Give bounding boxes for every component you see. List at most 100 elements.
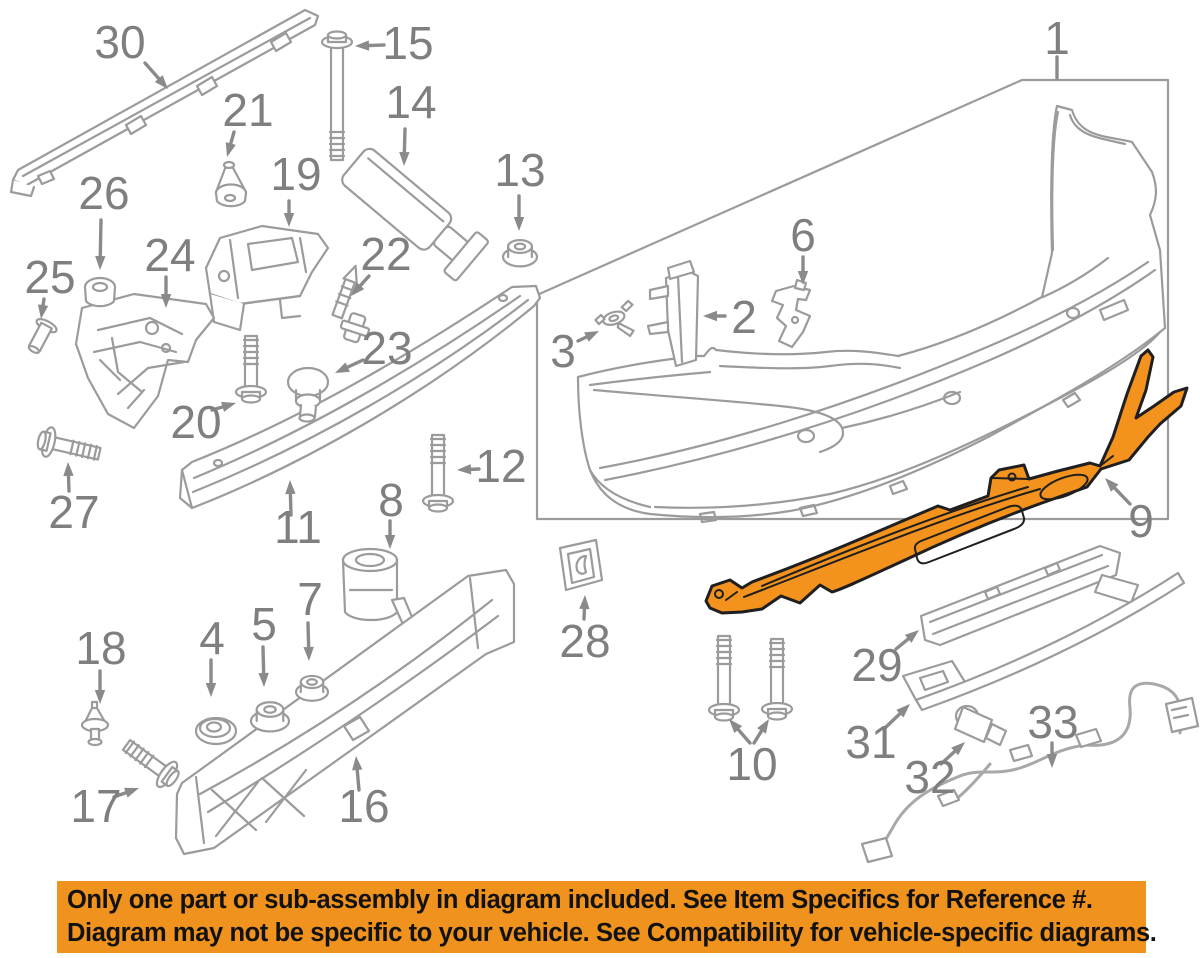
part-label-27: 27	[48, 486, 99, 538]
bolt-drawing	[320, 30, 354, 162]
part-14-arrowhead	[399, 151, 410, 166]
part-2-arrowhead	[703, 310, 717, 322]
part-16-arrowhead	[352, 756, 363, 771]
part-19-bracket-drawing	[204, 224, 330, 332]
part-23-plug-nut-drawing	[286, 366, 330, 423]
part-30-trim-strip-drawing	[9, 8, 320, 198]
part-17-arrowhead	[124, 787, 139, 798]
part-label-1: 1	[1044, 12, 1070, 64]
bolt-drawing	[707, 634, 741, 722]
part-19-arrowhead	[283, 213, 295, 227]
part-13-arrowhead	[513, 217, 525, 231]
part-26-cap-drawing	[83, 276, 117, 308]
bolt-drawing	[36, 426, 102, 461]
part-label-5: 5	[251, 598, 277, 650]
part-29-step-pad-drawing	[919, 544, 1140, 647]
part-18-push-rivet-drawing	[80, 700, 110, 747]
part-3-arrowhead	[584, 331, 599, 342]
part-label-6: 6	[790, 209, 816, 261]
part-label-18: 18	[75, 622, 126, 674]
part-23-arrowhead	[335, 362, 350, 373]
part-label-30: 30	[94, 16, 145, 68]
part-1-bumper-cover-drawing	[576, 104, 1167, 524]
part-10-arrowhead	[757, 719, 769, 734]
part-24-gusset-bracket-drawing	[74, 292, 216, 430]
part-16-rail-drawing	[174, 568, 516, 856]
part-4-arrowhead	[205, 683, 217, 697]
part-label-13: 13	[494, 144, 545, 196]
part-8-arrowhead	[384, 535, 396, 549]
part-20-arrowhead	[221, 401, 236, 412]
part-10-leader-line	[734, 725, 752, 745]
part-28-arrowhead	[579, 595, 590, 610]
part-5-leader-line	[261, 645, 266, 678]
part-32-sensor-drawing	[953, 704, 1008, 747]
part-26-arrowhead	[95, 255, 106, 270]
part-10-arrowhead	[729, 719, 743, 733]
part-32-leader-line	[939, 747, 959, 766]
part-25-rivet-drawing	[27, 318, 58, 354]
part-14-absorber-drawing	[341, 147, 489, 282]
part-7-leader-line	[306, 621, 311, 652]
hardware-layer	[36, 30, 794, 789]
part-30-leader-line	[143, 61, 163, 83]
part-label-28: 28	[559, 615, 610, 667]
disclaimer-line-1: Only one part or sub-assembly in diagram…	[67, 886, 1093, 914]
part-label-8: 8	[378, 474, 404, 526]
part-15-arrowhead	[355, 40, 370, 51]
part-27-arrowhead	[63, 462, 74, 477]
part-11-leader-line	[288, 489, 293, 517]
part-5-arrowhead	[258, 672, 269, 687]
part-18-arrowhead	[94, 690, 106, 704]
bolt-drawing	[234, 334, 268, 404]
part-27-leader-line	[66, 471, 71, 493]
part-14-leader-line	[402, 127, 407, 157]
part-label-4: 4	[199, 612, 225, 664]
part-2-side-bracket-drawing	[646, 259, 700, 368]
part-23-leader-line	[343, 358, 365, 371]
part-label-24: 24	[144, 229, 195, 281]
part-28-clip-drawing	[558, 538, 604, 592]
part-label-19: 19	[270, 148, 321, 200]
part-21-arrowhead	[225, 142, 236, 157]
part-29-arrowhead	[904, 630, 919, 643]
part-label-17: 17	[70, 780, 121, 832]
part-label-11: 11	[274, 501, 322, 553]
part-label-32: 32	[904, 751, 955, 803]
part-21-cone-clip-drawing	[214, 160, 248, 208]
part-16-leader-line	[355, 765, 361, 792]
part-7-arrowhead	[303, 646, 314, 661]
nut-drawing	[294, 674, 330, 702]
part-31-leader-line	[884, 709, 904, 729]
bolt-drawing	[760, 637, 794, 721]
part-15-leader-line	[364, 43, 386, 48]
part-26-leader-line	[98, 218, 103, 261]
part-9-highlighted-valance	[704, 348, 1189, 615]
part-25-arrowhead	[37, 304, 49, 319]
part-4-washer-drawing	[194, 716, 238, 746]
part-label-2: 2	[731, 291, 757, 343]
part-32-arrowhead	[951, 742, 965, 756]
part-22-screw-drawing	[331, 264, 371, 344]
nut-drawing	[249, 701, 291, 733]
part-9-arrowhead	[1105, 478, 1119, 492]
part-6-arrowhead	[797, 271, 809, 285]
part-3-clip-drawing	[594, 299, 635, 338]
bolt-drawing	[121, 739, 180, 789]
part-label-16: 16	[338, 780, 389, 832]
part-22-arrowhead	[351, 282, 365, 296]
part-11-arrowhead	[285, 480, 296, 495]
part-label-12: 12	[475, 440, 526, 492]
part-31-lower-strip-drawing	[901, 571, 1186, 712]
part-label-22: 22	[360, 228, 411, 280]
part-label-29: 29	[851, 639, 902, 691]
part-33-arrowhead	[1046, 754, 1058, 768]
part-label-3: 3	[550, 325, 576, 377]
nut-drawing	[501, 238, 539, 268]
part-30-arrowhead	[154, 75, 168, 89]
disclaimer-banner: Only one part or sub-assembly in diagram…	[57, 881, 1157, 953]
part-label-31: 31	[845, 716, 896, 768]
